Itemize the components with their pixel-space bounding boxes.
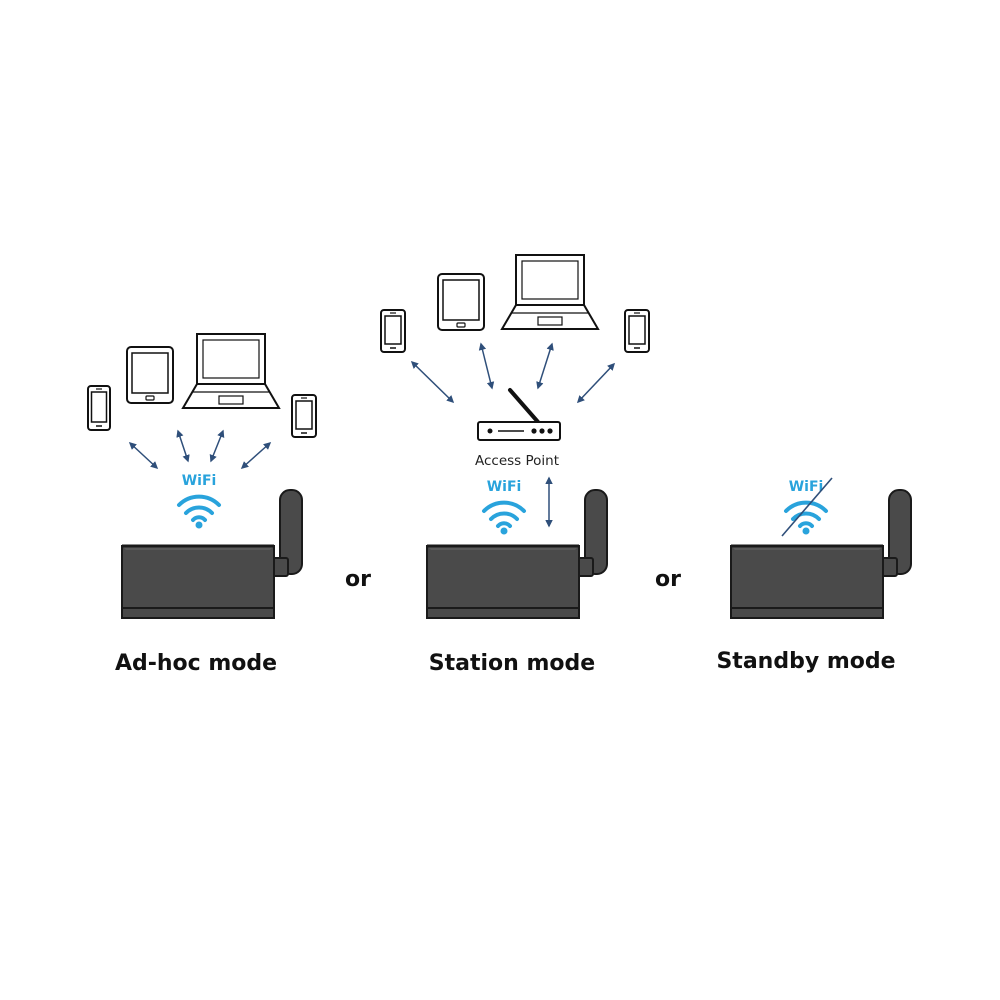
wifi-icon: WiFi xyxy=(784,479,828,535)
tablet-icon xyxy=(126,346,174,404)
smartphone-icon xyxy=(291,394,317,438)
bidirectional-arrow-icon xyxy=(176,429,190,463)
bidirectional-arrow-icon xyxy=(410,360,455,404)
smartphone-icon xyxy=(624,309,650,353)
smartphone-icon xyxy=(87,385,111,431)
wifi-disabled-slash-icon xyxy=(781,477,833,537)
separator-or-1: or xyxy=(345,567,371,592)
bidirectional-arrow-icon xyxy=(478,342,495,390)
smartphone-icon xyxy=(380,309,406,353)
wifi-icon: WiFi xyxy=(177,473,221,529)
wifi-label: WiFi xyxy=(789,479,824,495)
laptop-icon xyxy=(500,254,600,330)
wifi-module-device-icon xyxy=(730,489,912,619)
wifi-label: WiFi xyxy=(182,473,217,489)
wifi-module-device-icon xyxy=(426,489,608,619)
laptop-icon xyxy=(181,333,281,409)
wifi-icon: WiFi xyxy=(482,479,526,535)
bidirectional-arrow-icon xyxy=(128,441,159,470)
adhoc-mode-panel: WiFi Ad-hoc mode xyxy=(87,333,317,676)
station-mode-panel: Access Point WiFi Station mode xyxy=(380,254,650,676)
bidirectional-arrow-icon xyxy=(536,342,554,390)
tablet-icon xyxy=(437,273,485,331)
separator-or-2: or xyxy=(655,567,681,592)
standby-mode-panel: WiFi Standby mode xyxy=(716,477,912,674)
router-icon xyxy=(477,388,561,441)
wifi-module-device-icon xyxy=(121,489,303,619)
mode-label-standby: Standby mode xyxy=(716,649,895,674)
bidirectional-arrow-icon xyxy=(209,429,225,463)
mode-label-station: Station mode xyxy=(429,651,595,676)
bidirectional-arrow-icon xyxy=(240,442,272,469)
wifi-label: WiFi xyxy=(487,479,522,495)
access-point-label: Access Point xyxy=(475,453,559,469)
mode-label-adhoc: Ad-hoc mode xyxy=(115,651,277,676)
bidirectional-arrow-icon xyxy=(576,362,616,404)
